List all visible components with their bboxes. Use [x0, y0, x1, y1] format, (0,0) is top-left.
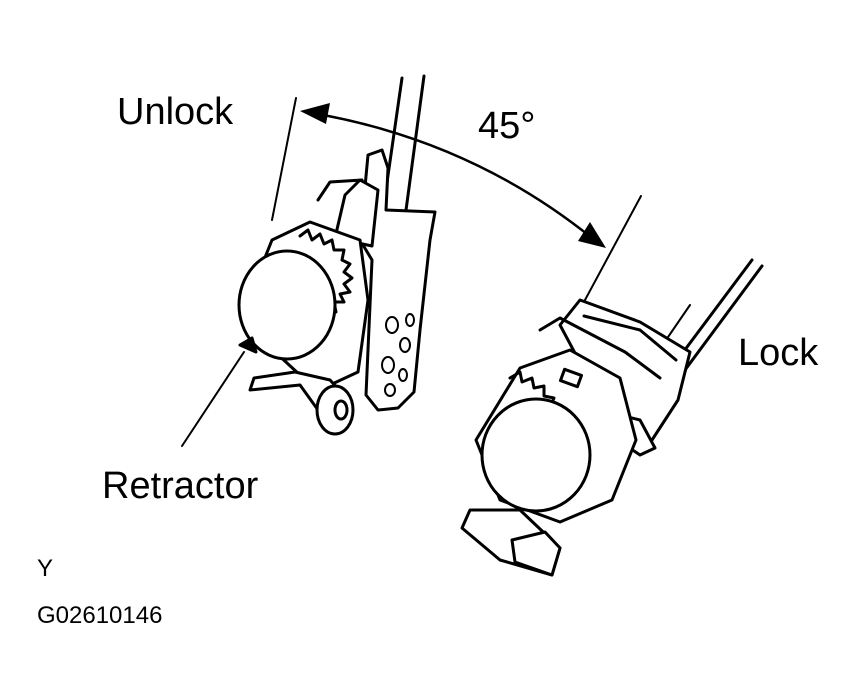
retractor-lock: [460, 298, 692, 577]
retractor-leader-line: [181, 351, 245, 447]
unlock-label: Unlock: [117, 91, 234, 133]
retractor-unlock: [237, 148, 437, 436]
angle-arc: [310, 111, 594, 240]
lock-label: Lock: [738, 332, 819, 374]
arc-arrowhead-lock: [578, 222, 606, 248]
angle-label: 45°: [478, 105, 536, 147]
arc-arrowhead-unlock: [300, 103, 330, 124]
lock-reference-line: [584, 195, 642, 301]
unlock-reference-line: [271, 97, 297, 221]
retractor-label: Retractor: [102, 465, 259, 507]
corner-letter: Y: [37, 555, 54, 582]
figure-code: G02610146: [37, 602, 163, 629]
